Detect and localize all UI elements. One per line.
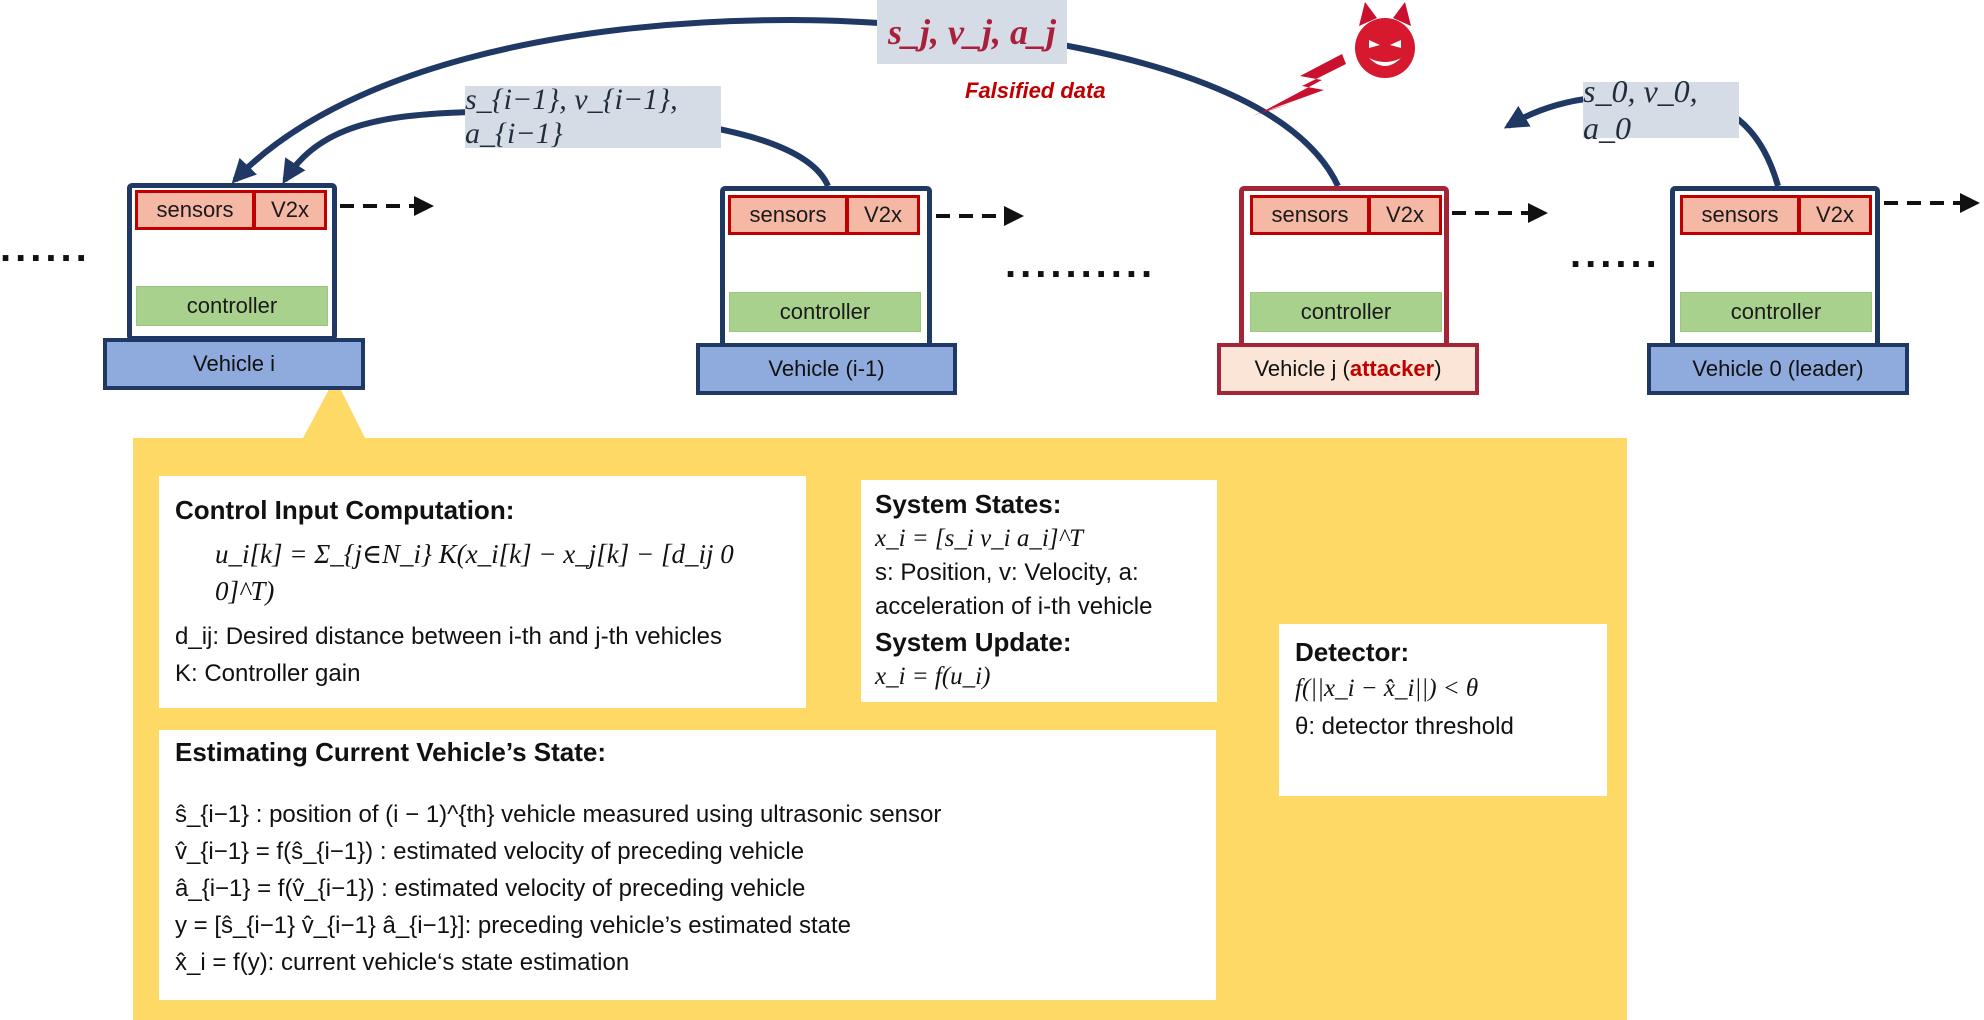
system-update-equation: x_i = f(u_i) <box>875 663 991 690</box>
system-states-card: System States: x_i = [s_i v_i a_i]^T s: … <box>861 480 1217 702</box>
state-estimation-title: Estimating Current Vehicle’s State: <box>175 737 607 767</box>
vehicle-i-plate: Vehicle i <box>103 338 365 390</box>
vehicle-0-controller: controller <box>1680 292 1872 332</box>
state-label-j: s_j, v_j, a_j <box>877 0 1067 64</box>
system-states-equation: x_i = [s_i v_i a_i]^T <box>875 525 1083 552</box>
falsified-data-label: Falsified data <box>965 78 1106 103</box>
ellipsis-right: ...... <box>1570 232 1661 276</box>
system-states-description-1: s: Position, v: Velocity, a: <box>875 559 1139 586</box>
ellipsis-middle: .......... <box>1005 242 1157 286</box>
controller-gain-definition: K: Controller gain <box>175 660 361 687</box>
detector-equation: f(||x_i − x̂_i||) < θ <box>1295 675 1479 702</box>
detector-threshold-definition: θ: detector threshold <box>1295 713 1514 740</box>
state-label-0-text: s_0, v_0, a_0 <box>1583 73 1698 146</box>
system-states-title: System States: <box>875 489 1062 519</box>
vehicle-0-sensors: sensors <box>1680 195 1800 235</box>
callout-pointer <box>302 378 366 440</box>
state-label-i-minus-1: s_{i−1}, v_{i−1}, a_{i−1} <box>465 83 721 150</box>
vehicle-j-plate-prefix: Vehicle j ( <box>1254 356 1350 381</box>
vehicle-0-v2x: V2x <box>1798 195 1872 235</box>
vehicle-i-controller: controller <box>136 286 328 326</box>
detector-card: Detector: f(||x_i − x̂_i||) < θ θ: detec… <box>1279 624 1607 796</box>
vehicle-j-plate-suffix: ) <box>1434 356 1442 381</box>
vehicle-i-minus-1-sensors: sensors <box>728 195 848 235</box>
vehicle-i-v2x: V2x <box>253 190 327 230</box>
estimation-line: â_{i−1} = f(v̂_{i−1}) : estimated veloci… <box>175 875 806 902</box>
detector-title: Detector: <box>1295 637 1410 667</box>
state-label-i-minus-1-text: s_{i−1}, v_{i−1}, a_{i−1} <box>465 83 678 150</box>
control-input-equation: u_i[k] = Σ_{j∈N_i} K(x_i[k] − x_j[k] − [… <box>215 539 734 606</box>
estimation-line: ŝ_{i−1} : position of (i − 1)^{th} vehic… <box>175 801 942 828</box>
state-label-j-text: s_j, v_j, a_j <box>888 12 1056 52</box>
ellipsis-left: ...... <box>0 226 91 270</box>
estimation-line: x̂_i = f(y): current vehicle‘s state est… <box>175 949 630 976</box>
vehicle-j-plate: Vehicle j (attacker) <box>1217 343 1479 395</box>
vehicle-i-minus-1-controller: controller <box>729 292 921 332</box>
control-input-card: Control Input Computation: u_i[k] = Σ_{j… <box>159 476 806 708</box>
vehicle-i-minus-1-plate: Vehicle (i-1) <box>696 343 957 395</box>
vehicle-j-controller: controller <box>1250 292 1442 332</box>
state-estimation-card: Estimating Current Vehicle’s State: ŝ_{i… <box>159 730 1216 1000</box>
control-input-title: Control Input Computation: <box>175 495 515 525</box>
vehicle-j-sensors: sensors <box>1250 195 1370 235</box>
vehicle-j-plate-attacker: attacker <box>1349 356 1435 381</box>
vehicle-0-plate: Vehicle 0 (leader) <box>1647 343 1909 395</box>
system-states-description-2: acceleration of i-th vehicle <box>875 593 1153 620</box>
lightning-icon <box>1252 54 1346 116</box>
devil-icon <box>1355 2 1415 78</box>
state-label-0: s_0, v_0, a_0 <box>1583 73 1739 146</box>
v2x-link-j-to-i <box>231 16 1341 188</box>
vehicle-j-v2x: V2x <box>1368 195 1442 235</box>
vehicle-i-minus-1-v2x: V2x <box>846 195 920 235</box>
estimation-line: y = [ŝ_{i−1} v̂_{i−1} â_{i−1}]: precedin… <box>175 912 852 939</box>
vehicle-i-sensors: sensors <box>135 190 255 230</box>
desired-distance-definition: d_ij: Desired distance between i-th and … <box>175 623 722 650</box>
system-update-title: System Update: <box>875 627 1072 657</box>
estimation-line: v̂_{i−1} = f(ŝ_{i−1}) : estimated veloci… <box>175 838 805 865</box>
